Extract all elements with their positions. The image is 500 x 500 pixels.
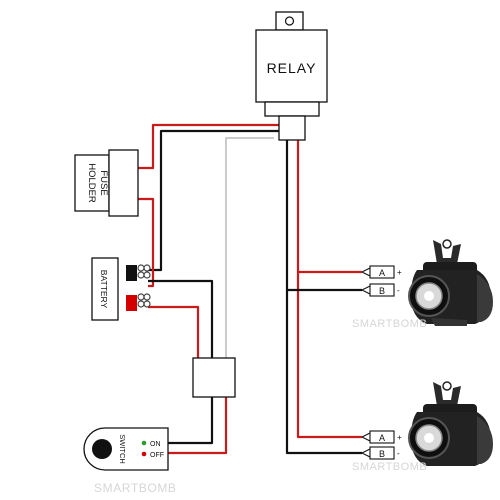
light2-connector-a [369,430,395,444]
relay-body [255,29,328,103]
battery-body [91,257,119,321]
switch-off-indicator [141,451,147,457]
switch-on-indicator [141,440,147,446]
ring-lugs [137,264,151,308]
switch-label: SWITCH [118,434,127,464]
red-wire-relay-fuse [138,123,281,170]
battery-terminal-negative [126,265,137,281]
light1-connector-b-label: B [379,286,385,296]
fuse-holder-cap [108,149,139,217]
light2-connector-b-sign: - [397,449,400,458]
switch-connector-box [192,357,236,398]
relay-base [264,101,320,117]
watermark-bottom: SMARTBOMB [94,481,177,495]
switch-off-label: OFF [150,452,164,459]
gray-wire [225,137,274,360]
light2-connector-a-sign: + [397,433,402,442]
light1-connector-b-sign: - [397,286,400,295]
red-wire-light1 [296,140,362,274]
battery-label: BATTERY [99,270,109,309]
battery-terminal-positive [126,295,137,311]
fog-light-1 [408,239,493,326]
black-wire-battery-box [148,279,214,358]
black-wire-box-switch [160,397,214,445]
relay-tab-hole [284,16,295,26]
relay-label: RELAY [267,60,317,76]
light1-connector-a-label: A [379,268,385,278]
light2-connector-a-label: A [379,433,385,443]
fuse-holder-label-2: HOLDER [86,163,97,203]
switch-button [92,439,112,459]
wires [138,123,362,455]
switch-pad-outline [83,427,169,471]
fuse-holder-label-1: FUSE [98,170,109,195]
fuse-holder: FUSE HOLDER [74,149,139,217]
red-wire-battery-box [148,305,200,358]
light2-connector-b-label: B [379,449,385,459]
light1-connector-a-sign: + [397,268,402,277]
red-wire-box-switch [160,397,228,455]
fog-light-2 [408,381,493,466]
watermark-light-1: SMARTBOMB [352,318,427,330]
switch-pad: SWITCH ON OFF [83,427,169,471]
light1-connector-a [369,265,395,279]
light2-connector-b [369,446,395,460]
fuse-holder-body [74,154,110,212]
switch-on-label: ON [150,441,161,448]
light1-connectors: A + B - [361,265,402,297]
black-wire-light2 [285,290,362,455]
watermark-light-2: SMARTBOMB [352,461,427,473]
battery: BATTERY [91,257,151,321]
light2-connectors: A + B - [361,430,402,460]
red-wire-light2 [296,272,362,439]
black-wire-relay-battery [148,129,281,272]
light1-connector-b [369,283,395,297]
red-wire-fuse-battery [138,197,155,288]
relay: RELAY [255,11,328,141]
relay-connector [278,115,306,141]
